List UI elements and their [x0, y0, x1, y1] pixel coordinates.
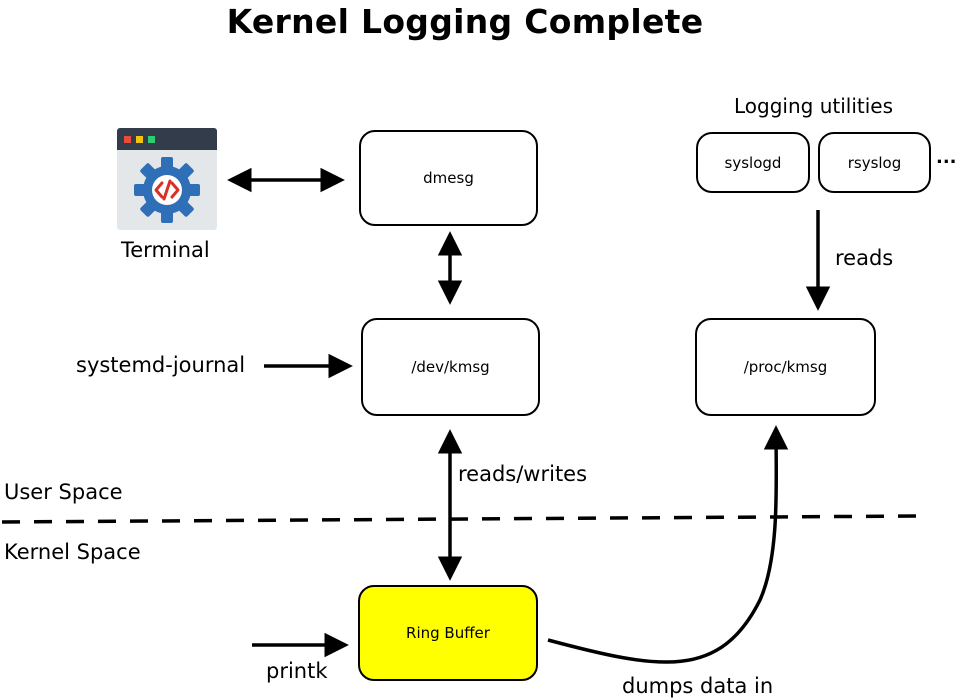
edge-label-reads-writes: reads/writes — [458, 462, 588, 486]
arrow-ringbuffer-prockmsg — [547, 425, 789, 664]
edge-label-dumps-data-in: dumps data in — [622, 674, 774, 698]
node-rsyslog: rsyslog — [818, 132, 931, 193]
node-dmesg-label: dmesg — [423, 169, 474, 187]
edge-label-reads: reads — [835, 246, 894, 270]
node-dev-kmsg-label: /dev/kmsg — [411, 358, 490, 376]
terminal-label: Terminal — [121, 238, 210, 262]
region-user-space: User Space — [4, 480, 123, 504]
node-syslogd-label: syslogd — [724, 153, 782, 172]
more-utilities-ellipsis: ... — [936, 147, 957, 168]
node-syslogd: syslogd — [696, 132, 810, 193]
logging-utilities-label: Logging utilities — [734, 94, 894, 118]
page-title: Kernel Logging Complete — [226, 2, 704, 41]
terminal-code-gear-icon — [117, 128, 217, 230]
node-proc-kmsg-label: /proc/kmsg — [743, 358, 828, 376]
node-ring-buffer-label: Ring Buffer — [406, 624, 490, 642]
node-ring-buffer: Ring Buffer — [358, 585, 538, 681]
region-kernel-space: Kernel Space — [4, 540, 141, 564]
node-dmesg: dmesg — [359, 130, 538, 226]
printk-label: printk — [266, 659, 328, 683]
node-rsyslog-label: rsyslog — [847, 153, 902, 172]
systemd-journal-label: systemd-journal — [76, 353, 246, 377]
node-dev-kmsg: /dev/kmsg — [361, 318, 540, 416]
space-divider — [1, 514, 921, 524]
node-proc-kmsg: /proc/kmsg — [695, 318, 876, 416]
